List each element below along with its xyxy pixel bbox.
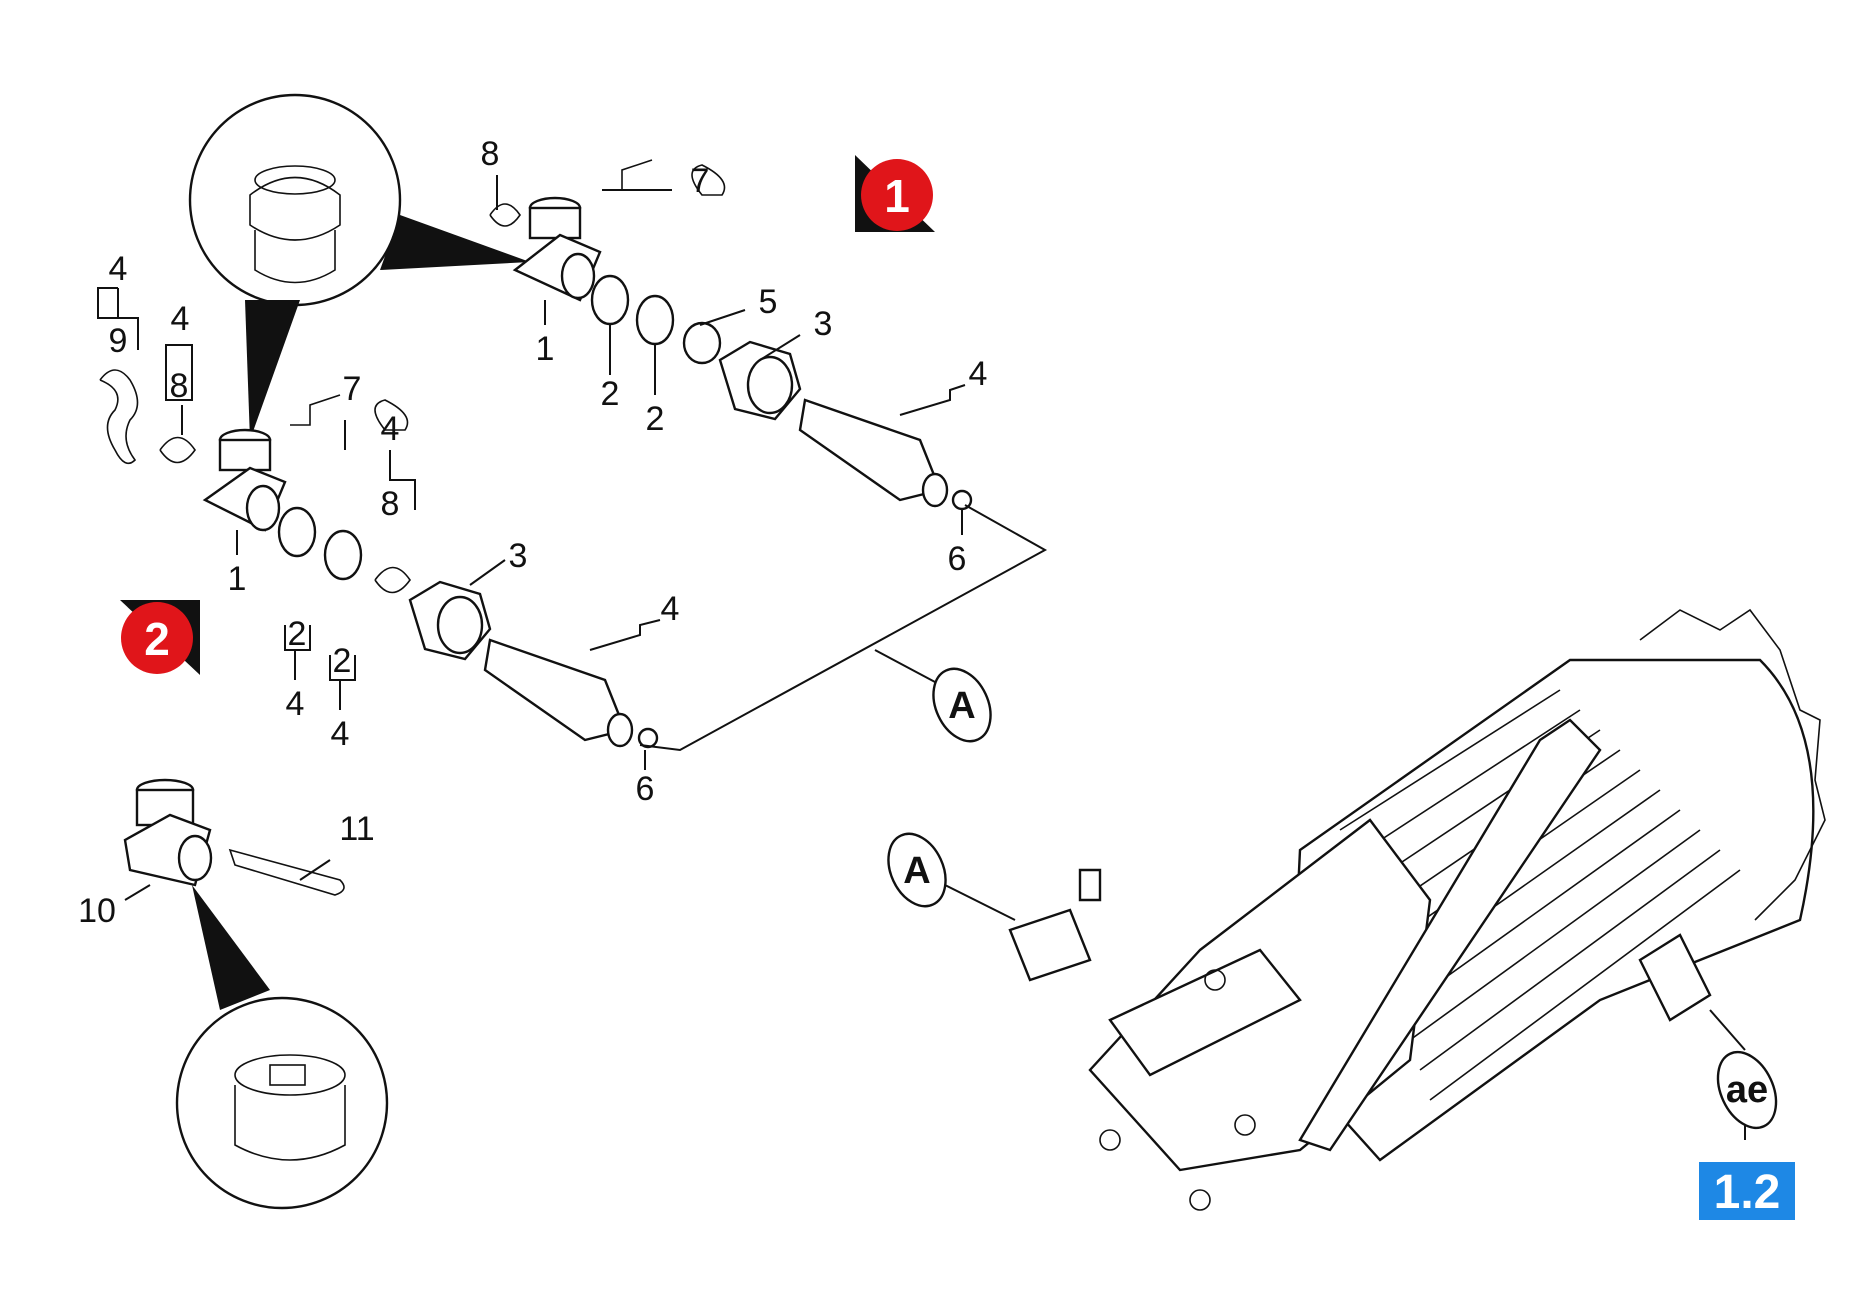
fitting-10-assembly: [123, 778, 389, 1210]
label-v2-8: 8: [170, 367, 189, 405]
variant-badge-1: 1: [855, 155, 935, 232]
label-v2-4-b: 4: [171, 300, 190, 338]
label-v2-4-d: 4: [661, 590, 680, 628]
part-8-clip-mid: [374, 566, 411, 594]
badge-2-circle: [121, 602, 193, 674]
page-reference[interactable]: 1.2: [1699, 1162, 1795, 1220]
variant-badge-2: 2: [120, 600, 200, 675]
label-v1-7: 7: [691, 162, 710, 200]
variant-2-assembly: [99, 369, 659, 749]
label-v2-1: 1: [228, 560, 247, 598]
label-10: 10: [78, 892, 116, 930]
page-reference-label[interactable]: 1.2: [1714, 1166, 1781, 1219]
callout-ae-label: ae: [1726, 1069, 1768, 1111]
callout-a-upper-label: A: [948, 685, 975, 727]
label-v2-4-f: 4: [331, 715, 350, 753]
part-labels: 8 7 1 2 2 5 3 4 6 4 9 4 8 7 4 8 1 3 4 2 …: [78, 135, 987, 930]
detail-pointer-left: [245, 300, 300, 440]
label-v1-6: 6: [948, 540, 967, 578]
label-v2-9: 9: [109, 322, 128, 360]
pump-block: [1108, 948, 1302, 1077]
part-11-pin: [228, 848, 345, 896]
label-v1-2a: 2: [601, 375, 620, 413]
label-v2-4-c: 4: [381, 410, 400, 448]
part-6-seal-upper: [951, 489, 973, 511]
part-7-clip-lower: [290, 394, 409, 431]
part-2-oring-a: [590, 274, 630, 326]
part-1-fitting-upper: [512, 196, 602, 302]
detail-pointer-bottom: [192, 885, 270, 1010]
nozzle-fitting: [1078, 868, 1102, 902]
label-v1-3: 3: [814, 305, 833, 343]
label-v2-2a: 2: [288, 615, 307, 653]
filter-ae: [1638, 933, 1712, 1022]
callout-a-upper: A: [932, 667, 992, 743]
label-v1-5: 5: [759, 283, 778, 321]
label-v2-2b: 2: [333, 642, 352, 680]
badge-2-number: 2: [144, 613, 170, 665]
label-v2-7: 7: [343, 370, 362, 408]
label-v2-3: 3: [509, 537, 528, 575]
pump-motor-unit: [1008, 608, 1826, 1211]
callout-ae: ae: [1716, 1050, 1778, 1130]
motor-housing: [1288, 658, 1815, 1162]
variant-1-assembly: [188, 93, 973, 511]
label-v2-4-top: 4: [109, 250, 128, 288]
part-2-oring-b: [635, 294, 675, 346]
part-2-oring-c: [277, 506, 317, 558]
part-4-valve-upper: [798, 398, 949, 508]
part-5-ring: [682, 321, 722, 365]
label-v1-1: 1: [536, 330, 555, 368]
badge-1-number: 1: [884, 170, 910, 222]
label-v2-8-c: 8: [381, 485, 400, 523]
part-3-nut-upper: [718, 340, 802, 421]
detail-circle-top: [188, 93, 402, 307]
part-3-nut-lower: [408, 580, 492, 661]
label-v1-4: 4: [969, 355, 988, 393]
detail-pointer-top: [380, 215, 530, 270]
cooling-fan: [1639, 608, 1826, 921]
callout-a-lower-label: A: [903, 850, 930, 892]
leader-lines: [97, 175, 1746, 1140]
hose-pipe: [1298, 718, 1602, 1152]
part-8-clip-lower: [159, 436, 196, 464]
label-v1-8: 8: [481, 135, 500, 173]
label-v1-2b: 2: [646, 400, 665, 438]
part-8-clip-upper: [489, 203, 521, 227]
inlet-fitting: [1008, 908, 1092, 982]
detail-circle-bottom: [175, 996, 389, 1210]
label-v2-6: 6: [636, 770, 655, 808]
part-2-oring-d: [323, 529, 363, 581]
part-9-spring: [99, 369, 139, 465]
part-1-fitting-lower: [202, 428, 287, 532]
callout-a-lower: A: [887, 832, 947, 908]
page-reference-box: [1699, 1162, 1795, 1220]
label-11: 11: [339, 810, 374, 848]
label-v2-4-e: 4: [286, 685, 305, 723]
part-4-valve-lower: [483, 638, 634, 748]
badge-1-circle: [861, 159, 933, 231]
